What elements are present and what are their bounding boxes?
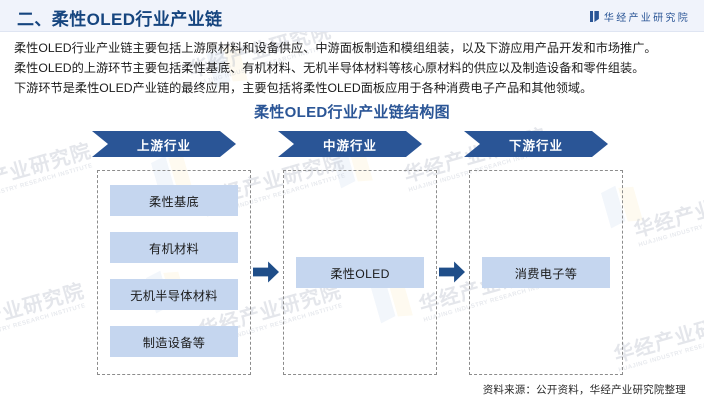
right-arrow-icon-upstream-to-midstream bbox=[253, 261, 279, 283]
intro-text: 柔性OLED行业产业链主要包括上游原材料和设备供应、中游面板制造和模组组装，以及… bbox=[14, 38, 690, 98]
stage-banner-upstream-label: 上游行业 bbox=[136, 138, 191, 153]
node-upstream-4-label: 制造设备等 bbox=[142, 335, 206, 350]
node-midstream-1: 柔性OLED bbox=[296, 257, 424, 288]
page-title: 二、柔性OLED行业产业链 bbox=[17, 10, 223, 29]
node-upstream-3: 无机半导体材料 bbox=[110, 279, 238, 310]
stage-banner-midstream: 中游行业 bbox=[278, 131, 422, 157]
industry-chain-diagram: 上游行业 中游行业 下游行业 柔性基底 有机材料 无机半导体材料 制造设备等 柔… bbox=[0, 128, 704, 380]
stage-banner-midstream-label: 中游行业 bbox=[322, 138, 377, 153]
brand-name: 华经产业研究院 bbox=[603, 13, 690, 24]
node-upstream-1: 柔性基底 bbox=[110, 185, 238, 216]
stage-banner-upstream: 上游行业 bbox=[92, 131, 236, 157]
stage-banner-downstream: 下游行业 bbox=[464, 131, 608, 157]
source-note: 资料来源：公开资料，华经产业研究院整理 bbox=[482, 384, 686, 396]
node-downstream-1-label: 消费电子等 bbox=[514, 266, 578, 281]
chart-title: 柔性OLED行业产业链结构图 bbox=[254, 104, 450, 121]
intro-paragraph-2: 柔性OLED的上游环节主要包括柔性基底、有机材料、无机半导体材料等核心原材料的供… bbox=[14, 61, 645, 75]
stage-banner-downstream-label: 下游行业 bbox=[508, 138, 563, 153]
intro-paragraph-1: 柔性OLED行业产业链主要包括上游原材料和设备供应、中游面板制造和模组组装，以及… bbox=[14, 41, 657, 55]
bookmark-bars-icon bbox=[590, 11, 599, 22]
page-header: 二、柔性OLED行业产业链 华经产业研究院 bbox=[0, 0, 704, 32]
node-upstream-2: 有机材料 bbox=[110, 232, 238, 263]
stage-column-upstream bbox=[97, 170, 251, 375]
intro-paragraph-3: 下游环节是柔性OLED产业链的最终应用，主要包括将柔性OLED面板应用于各种消费… bbox=[14, 81, 593, 95]
brand-logo: 华经产业研究院 bbox=[590, 9, 690, 24]
node-midstream-1-label: 柔性OLED bbox=[330, 266, 390, 281]
node-upstream-3-label: 无机半导体材料 bbox=[130, 288, 218, 303]
node-upstream-2-label: 有机材料 bbox=[149, 241, 199, 256]
stage-column-downstream bbox=[469, 170, 623, 375]
node-downstream-1: 消费电子等 bbox=[482, 257, 610, 288]
node-upstream-1-label: 柔性基底 bbox=[149, 194, 199, 209]
stage-column-midstream bbox=[283, 170, 437, 375]
node-upstream-4: 制造设备等 bbox=[110, 326, 238, 357]
right-arrow-icon-midstream-to-downstream bbox=[439, 261, 465, 283]
